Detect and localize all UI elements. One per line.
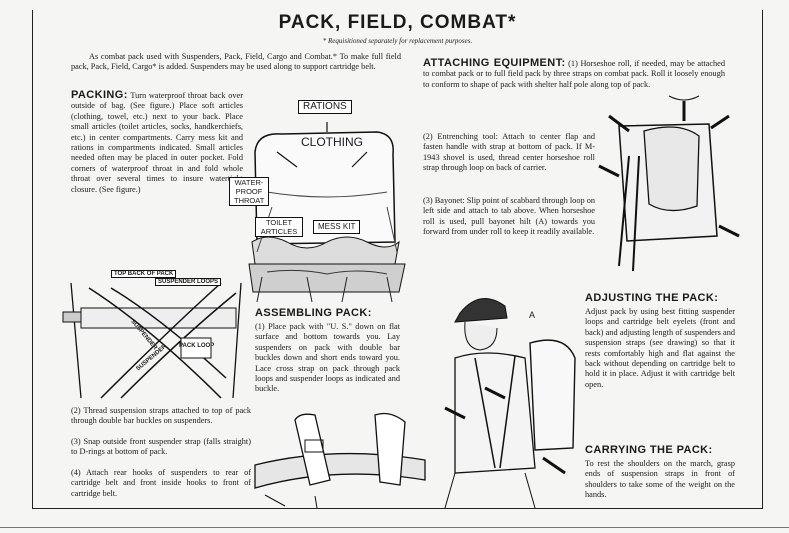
packing-text: Turn waterproof throat back over outside… xyxy=(71,91,243,194)
label-pack-loop: PACK LOOP xyxy=(179,343,215,349)
label-mess-kit: MESS KIT xyxy=(313,220,361,234)
intro-paragraph: As combat pack used with Suspenders, Pac… xyxy=(71,52,401,72)
pack-with-equipment-illustration xyxy=(598,95,740,272)
assembling-text: (1) Place pack with "U. S." down on flat… xyxy=(255,322,400,394)
label-top-back-of-pack: TOP BACK OF PACK xyxy=(111,270,177,278)
label-toilet-articles: TOILET ARTICLES xyxy=(255,217,303,237)
suspender-strap-illustration xyxy=(62,282,242,399)
manual-page: PACK, FIELD, COMBAT* * Requisitioned sep… xyxy=(32,10,763,509)
assembling-heading: ASSEMBLING PACK: xyxy=(255,307,372,319)
label-rations: RATIONS xyxy=(298,100,352,114)
suspension-step-3: (3) Snap outside front suspender strap (… xyxy=(71,437,251,457)
attaching-item-3: (3) Bayonet: Slip point of scabbard thro… xyxy=(423,196,595,237)
page-title: PACK, FIELD, COMBAT* xyxy=(278,12,517,33)
attaching-heading: ATTACHING EQUIPMENT: xyxy=(423,57,566,69)
packing-section: PACKING: Turn waterproof throat back ove… xyxy=(71,90,243,195)
label-clothing: CLOTHING xyxy=(301,135,364,149)
belt-buckle-illustration xyxy=(254,412,426,509)
carrying-text: To rest the shoulders on the march, gras… xyxy=(585,459,735,500)
label-waterproof-throat: WATER-PROOF THROAT xyxy=(229,177,269,206)
suspension-step-2: (2) Thread suspension straps attached to… xyxy=(71,406,251,426)
carrying-heading: CARRYING THE PACK: xyxy=(585,444,713,456)
adjusting-heading: ADJUSTING THE PACK: xyxy=(585,292,719,304)
packing-heading: PACKING: xyxy=(71,89,128,101)
pack-contents-illustration xyxy=(248,122,406,303)
marker-a: A xyxy=(529,310,536,320)
suspension-step-4: (4) Attach rear hooks of suspenders to r… xyxy=(71,468,251,498)
adjusting-text: Adjust pack by using best fitting suspen… xyxy=(585,307,735,389)
label-suspender-loops: SUSPENDER LOOPS xyxy=(155,278,222,286)
page-subtitle: * Requisitioned separately for replaceme… xyxy=(322,37,473,45)
attaching-item-1: ATTACHING EQUIPMENT: (1) Horseshoe roll,… xyxy=(423,57,726,89)
bottom-rule xyxy=(0,527,789,528)
soldier-illustration xyxy=(444,298,576,509)
attaching-item-2: (2) Entrenching tool: Attach to center f… xyxy=(423,132,595,173)
